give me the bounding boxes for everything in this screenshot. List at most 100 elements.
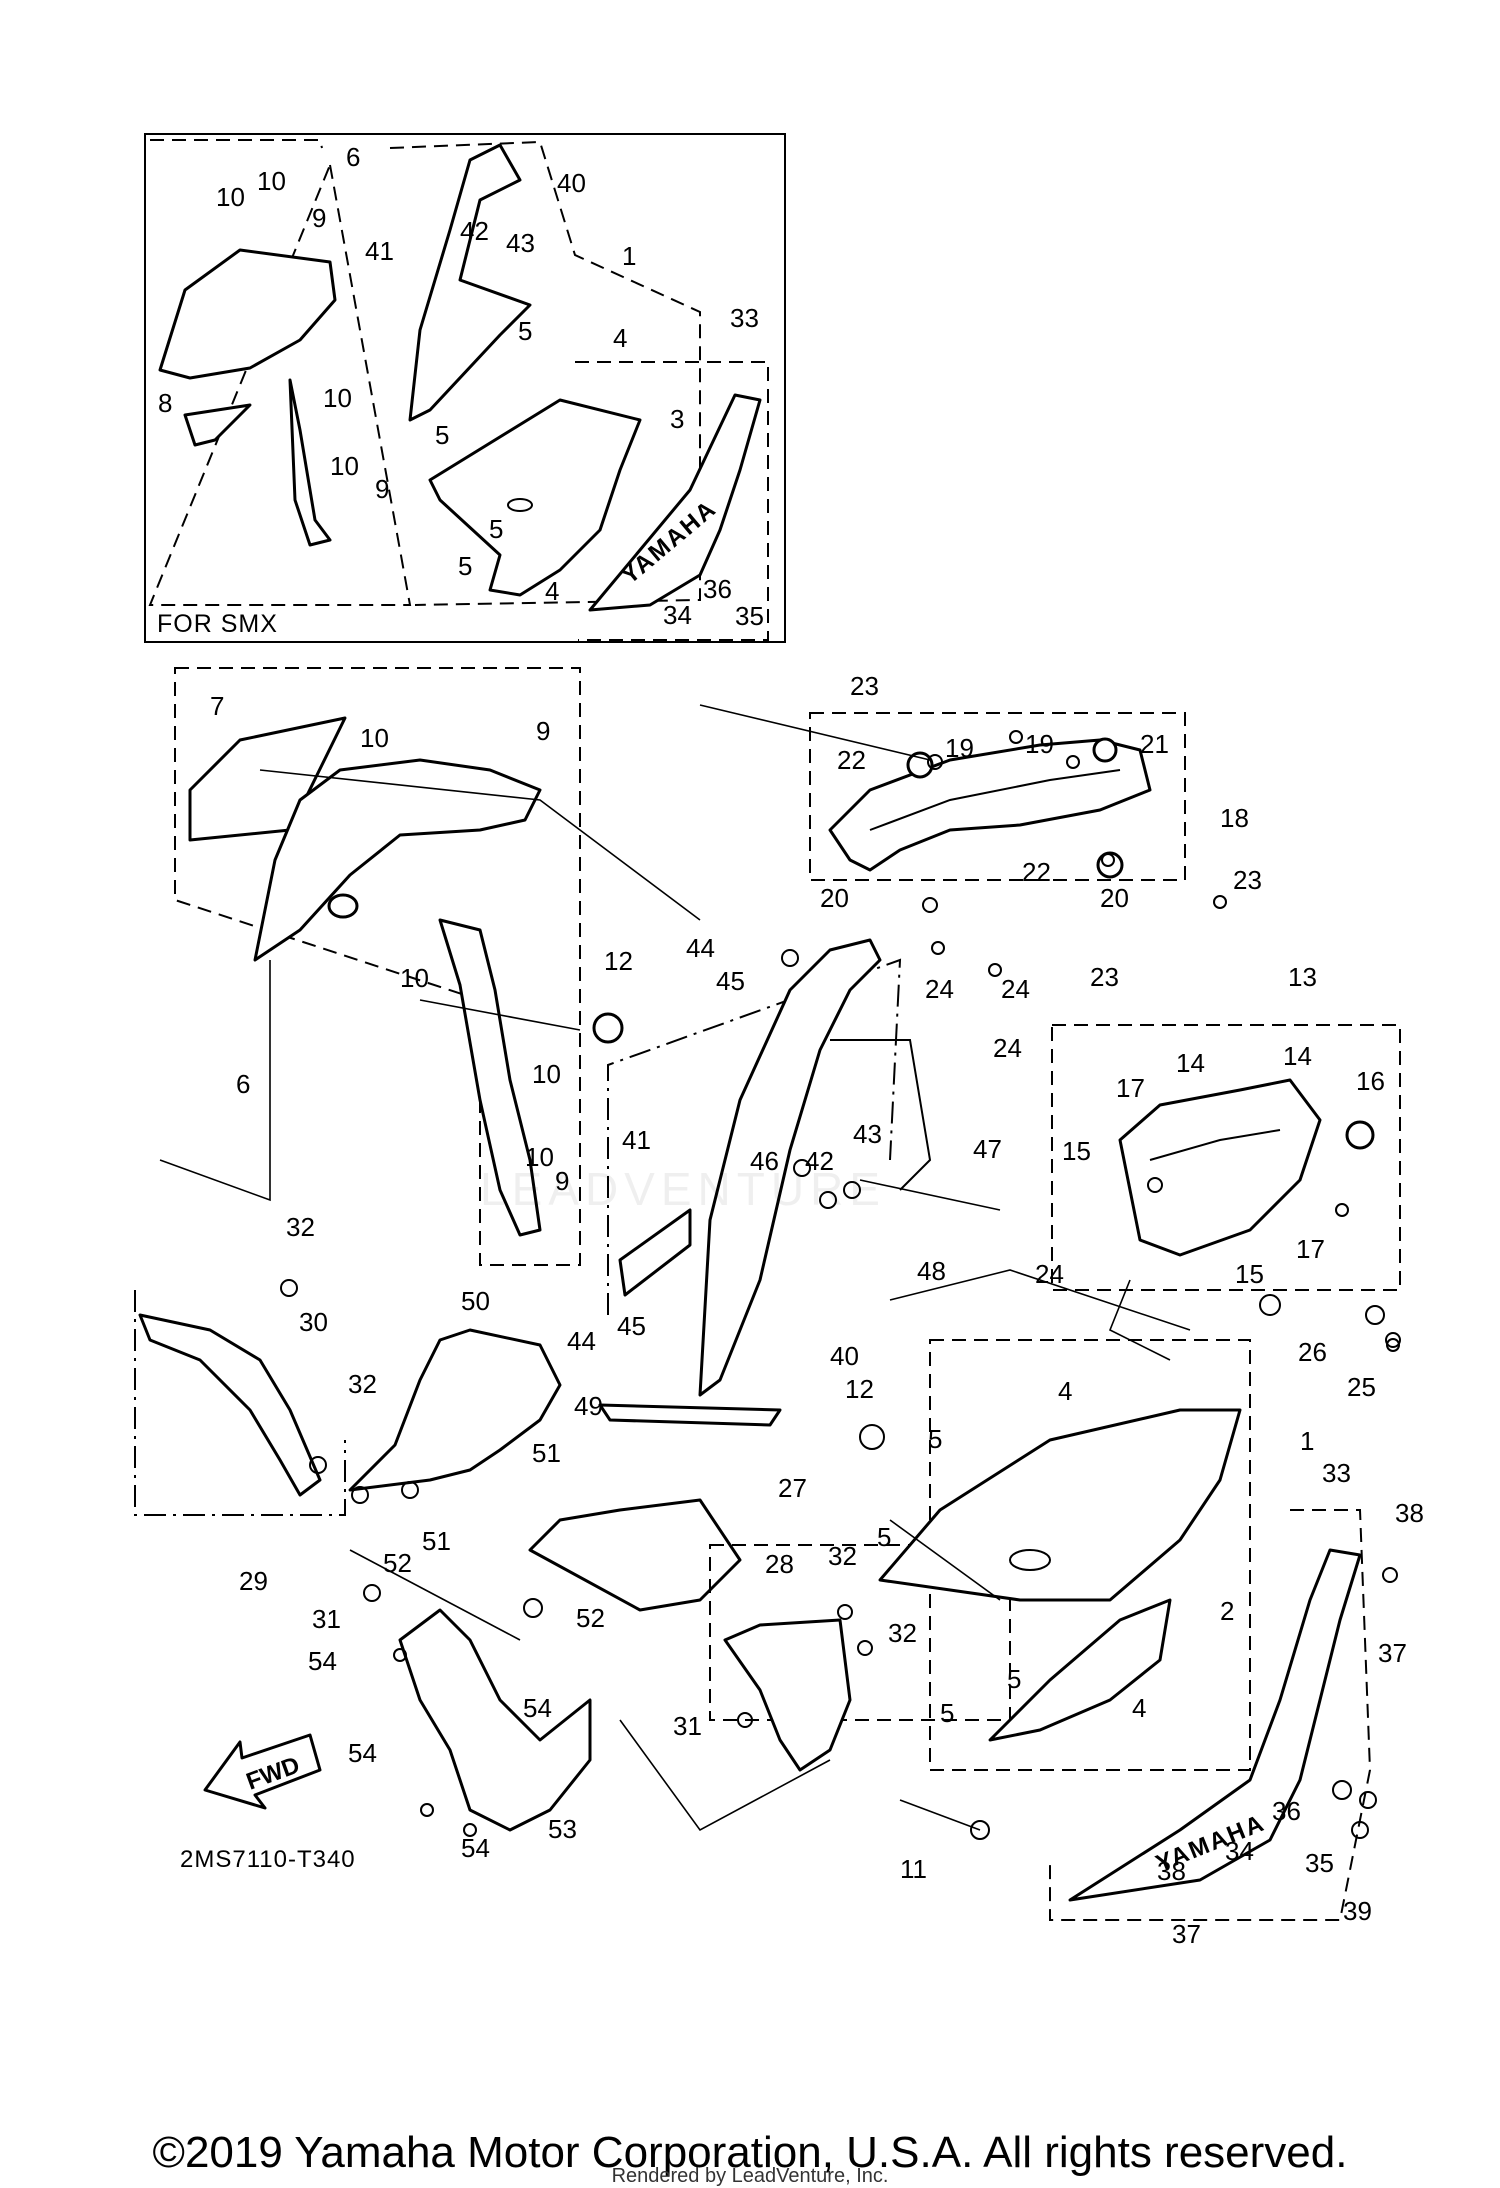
callout-42: 42 [805, 1146, 834, 1176]
callout-7: 7 [210, 691, 224, 721]
callout-31: 31 [673, 1711, 702, 1741]
callout-24: 24 [1001, 974, 1030, 1004]
callout-49: 49 [574, 1391, 603, 1421]
callout-4: 4 [545, 576, 559, 606]
callout-10: 10 [330, 451, 359, 481]
callout-41: 41 [365, 236, 394, 266]
callout-37: 37 [1172, 1919, 1201, 1949]
inset-label: FOR SMX [157, 610, 278, 638]
callout-44: 44 [686, 933, 715, 963]
callout-32: 32 [888, 1618, 917, 1648]
callout-28: 28 [765, 1549, 794, 1579]
callout-19: 19 [1025, 729, 1054, 759]
grommet-12 [592, 1012, 624, 1044]
callout-37: 37 [1378, 1638, 1407, 1668]
callout-14: 14 [1176, 1048, 1205, 1078]
inset-upper-cowl [158, 248, 337, 380]
callout-54: 54 [461, 1833, 490, 1863]
callout-39: 39 [1343, 1896, 1372, 1926]
upper-cowl-6 [174, 667, 624, 1266]
callout-9: 9 [555, 1166, 569, 1196]
callout-35: 35 [1305, 1848, 1334, 1878]
decal-41 [618, 1208, 692, 1297]
callout-31: 31 [312, 1604, 341, 1634]
fwd-arrow-icon: FWD [203, 1733, 322, 1810]
callout-32: 32 [348, 1369, 377, 1399]
callout-22: 22 [1022, 857, 1051, 887]
lower-cowl-53 [398, 1608, 592, 1832]
callout-20: 20 [1100, 883, 1129, 913]
callout-10: 10 [360, 723, 389, 753]
drawing-code: 2MS7110-T340 [180, 1846, 356, 1873]
windscreen-40 [607, 938, 932, 1397]
callout-24: 24 [993, 1033, 1022, 1063]
callout-25: 25 [1347, 1372, 1376, 1402]
callouts: 6 10 10 9 40 42 43 41 1 4 5 5 3 33 8 10 … [158, 142, 1424, 1949]
callout-9: 9 [536, 716, 550, 746]
callout-5: 5 [877, 1522, 891, 1552]
inner-panel-29 [134, 1290, 346, 1516]
callout-4: 4 [613, 323, 627, 353]
callout-5: 5 [489, 514, 503, 544]
callout-5: 5 [940, 1698, 954, 1728]
callout-38: 38 [1157, 1856, 1186, 1886]
callout-26: 26 [1298, 1337, 1327, 1367]
callout-24: 24 [925, 974, 954, 1004]
inset-decal-8 [183, 403, 252, 447]
callout-9: 9 [375, 474, 389, 504]
callout-20: 20 [820, 883, 849, 913]
callout-34: 34 [663, 600, 692, 630]
copyright-notice: ©2019 Yamaha Motor Corporation, U.S.A. A… [152, 2128, 1348, 2177]
air-duct-13 [1051, 1024, 1401, 1291]
watermark: LEADVENTURE [480, 1163, 886, 1215]
callout-5: 5 [928, 1424, 942, 1454]
callout-11: 11 [900, 1854, 927, 1884]
callout-34: 34 [1225, 1836, 1254, 1866]
callout-15: 15 [1235, 1259, 1264, 1289]
callout-23: 23 [1233, 865, 1262, 895]
callout-23: 23 [1090, 962, 1119, 992]
callout-5: 5 [458, 551, 472, 581]
callout-47: 47 [973, 1134, 1002, 1164]
callout-1: 1 [622, 241, 636, 271]
callout-41: 41 [622, 1125, 651, 1155]
callout-48: 48 [917, 1256, 946, 1286]
callout-51: 51 [532, 1438, 561, 1468]
callout-17: 17 [1116, 1073, 1145, 1103]
fasteners [280, 730, 1401, 1840]
callout-40: 40 [830, 1341, 859, 1371]
callout-12: 12 [604, 946, 633, 976]
callout-2: 2 [1220, 1596, 1234, 1626]
callout-4: 4 [1058, 1376, 1072, 1406]
callout-36: 36 [1272, 1796, 1301, 1826]
callout-10: 10 [532, 1059, 561, 1089]
callout-54: 54 [348, 1738, 377, 1768]
callout-21: 21 [1140, 729, 1169, 759]
callout-36: 36 [703, 574, 732, 604]
callout-33: 33 [1322, 1458, 1351, 1488]
callout-5: 5 [435, 420, 449, 450]
inner-panel-50 [348, 1328, 562, 1492]
rendered-by-notice: Rendered by LeadVenture, Inc. [611, 2165, 889, 2187]
callout-45: 45 [617, 1311, 646, 1341]
callout-42: 42 [460, 216, 489, 246]
callout-51: 51 [422, 1526, 451, 1556]
callout-44: 44 [567, 1326, 596, 1356]
callout-40: 40 [557, 168, 586, 198]
callout-10: 10 [216, 182, 245, 212]
callout-16: 16 [1356, 1066, 1385, 1096]
leader-lines [159, 704, 1191, 1832]
callout-19: 19 [945, 733, 974, 763]
callout-17: 17 [1296, 1234, 1325, 1264]
callout-10: 10 [525, 1142, 554, 1172]
callout-27: 27 [778, 1473, 807, 1503]
callout-32: 32 [286, 1212, 315, 1242]
callout-52: 52 [383, 1548, 412, 1578]
callout-52: 52 [576, 1603, 605, 1633]
bracket-assembly-18 [809, 712, 1186, 881]
callout-8: 8 [158, 388, 172, 418]
callout-10: 10 [257, 166, 286, 196]
callout-5: 5 [518, 316, 532, 346]
smx-inset: YAMAHA FOR SMX [144, 133, 786, 643]
